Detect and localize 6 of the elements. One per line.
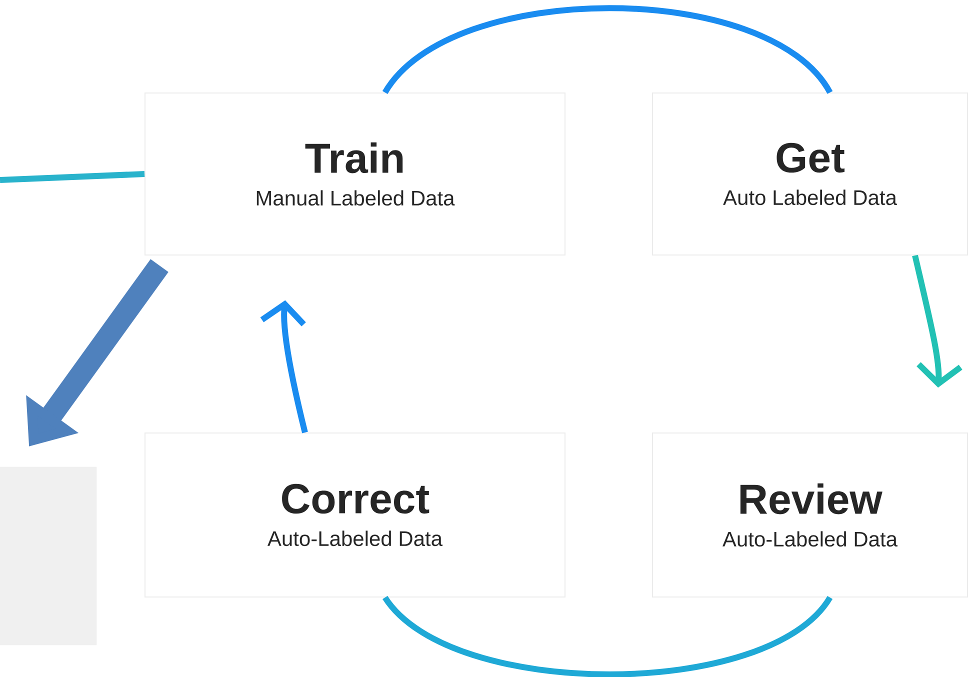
process-box: Review Auto-Labeled Data — [652, 432, 968, 598]
arrow — [912, 254, 962, 388]
process-box: Train Manual Labeled Data — [144, 92, 566, 256]
process-box: Correct Auto-Labeled Data — [144, 432, 566, 598]
arrow — [260, 300, 308, 434]
process-box: Get Auto Labeled Data — [652, 92, 968, 256]
